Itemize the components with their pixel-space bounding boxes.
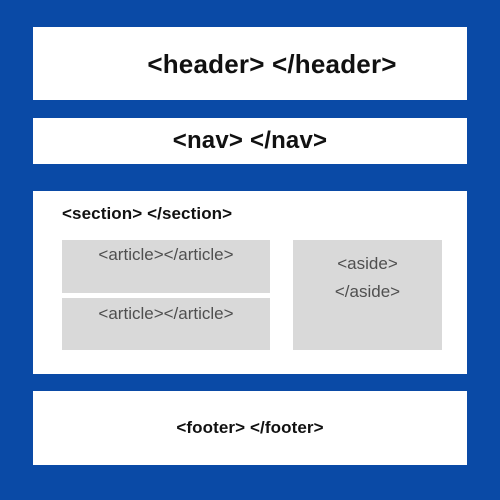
- article-label-1: <article></article>: [98, 245, 234, 264]
- footer-label: <footer> </footer>: [176, 418, 324, 437]
- article-block-2: <article></article>: [62, 298, 270, 350]
- header-label: <header> </header>: [147, 49, 397, 79]
- article-label-2: <article></article>: [98, 304, 234, 323]
- nav-label: <nav> </nav>: [172, 127, 328, 154]
- header-block: <header> </header>: [33, 27, 467, 100]
- aside-label-open: <aside>: [337, 254, 398, 273]
- aside-block: <aside> </aside>: [293, 240, 442, 350]
- nav-block: <nav> </nav>: [33, 118, 467, 164]
- section-label: <section> </section>: [62, 204, 233, 223]
- article-block-1: <article></article>: [62, 240, 270, 293]
- footer-block: <footer> </footer>: [33, 391, 467, 465]
- section-block: <section> </section> <article></article>…: [33, 191, 467, 374]
- aside-label-close: </aside>: [334, 282, 401, 301]
